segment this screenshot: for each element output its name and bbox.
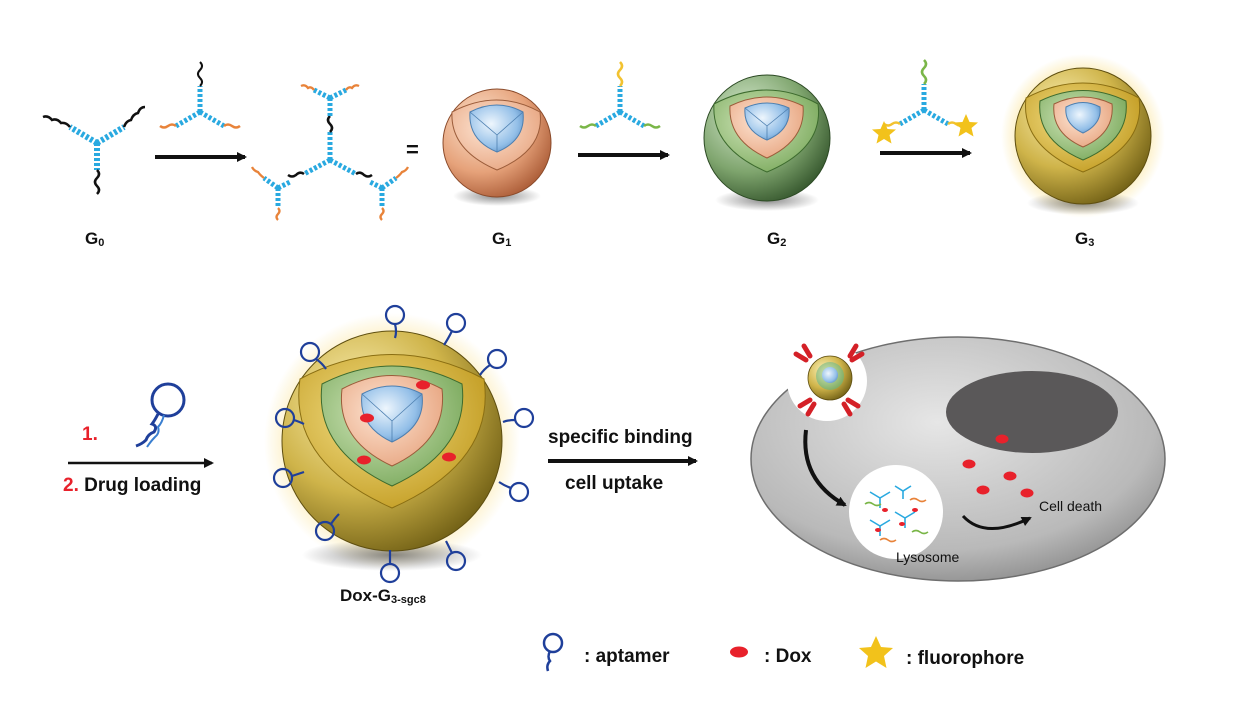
dox-dot-icon <box>976 485 990 495</box>
fluorophore-star-right-icon <box>954 114 978 137</box>
aptamer-icon <box>379 550 401 584</box>
dox-dot-icon <box>442 452 456 462</box>
dox-molecules-in-sphere <box>357 380 456 465</box>
g1-label: G1 <box>492 229 512 249</box>
aptamer-icon <box>299 341 327 370</box>
bound-nanoparticle-icon <box>793 343 865 417</box>
dox-dot-icon <box>360 413 374 423</box>
aptamer-icon <box>384 304 406 339</box>
dox-dot-icon <box>1003 471 1017 481</box>
lysosome-dox <box>875 508 918 532</box>
legend-fluorophore-label: : fluorophore <box>906 648 1025 669</box>
aptamer-icon <box>502 407 535 429</box>
dox-dot-icon <box>357 455 371 465</box>
aptamer-icon <box>479 348 508 376</box>
g2-to-g3-reagent-icon <box>883 59 965 127</box>
aptamer-icon <box>443 312 467 346</box>
step2-number: 2. <box>63 475 79 496</box>
uptake-arrow <box>803 429 847 507</box>
product-label: Dox-G3-sgc8 <box>340 586 426 606</box>
dox-dot-icon <box>416 380 430 390</box>
aptamer-icon <box>274 407 305 429</box>
fluorophore-star-left-icon <box>872 121 896 144</box>
aptamer-icon <box>272 467 305 489</box>
g1-sphere-icon <box>442 88 552 206</box>
dox-dot-icon <box>1020 488 1034 498</box>
dox-g3-sgc8-sphere-icon <box>264 313 520 571</box>
cell-death-arrow <box>961 514 1032 530</box>
g2-sphere-icon <box>703 74 831 211</box>
g3-label: G3 <box>1075 229 1095 249</box>
dox-dot-icon <box>995 434 1009 444</box>
aptamer-icon <box>314 513 340 542</box>
aptamer-icon <box>445 540 467 572</box>
lysosome-label: Lysosome <box>896 549 960 565</box>
legend-dox-label: : Dox <box>764 646 812 667</box>
dox-dot-icon <box>962 459 976 469</box>
binding-line1: specific binding <box>548 427 693 448</box>
lysosome-contents <box>864 485 929 543</box>
equals-sign: = <box>406 137 419 162</box>
cell-icon <box>750 336 1166 582</box>
step2-text: Drug loading <box>84 475 202 496</box>
legend-aptamer-icon <box>542 632 564 672</box>
cell-death-label: Cell death <box>1039 498 1103 514</box>
step1-aptamer-icon <box>135 382 186 448</box>
legend-dox-icon <box>730 646 748 658</box>
g0-label: G0 <box>85 229 105 249</box>
step1-number: 1. <box>82 424 98 445</box>
g1-to-g2-reagent-icon <box>579 61 661 129</box>
g3-sphere-icon <box>1001 54 1165 218</box>
g0-to-g1-reagent-icon <box>159 61 241 129</box>
g2-label: G2 <box>767 229 787 249</box>
aptamer-icon <box>498 481 530 503</box>
g0-monomer-icon <box>42 105 146 195</box>
legend-aptamer-label: : aptamer <box>584 646 670 667</box>
surface-aptamers <box>272 304 535 584</box>
legend-fluorophore-icon <box>859 636 893 668</box>
binding-line2: cell uptake <box>565 473 664 494</box>
step2-label: 2. Drug loading <box>63 475 201 497</box>
nucleus-icon <box>946 371 1118 453</box>
g1-dendrimer-structure-icon <box>250 84 410 221</box>
